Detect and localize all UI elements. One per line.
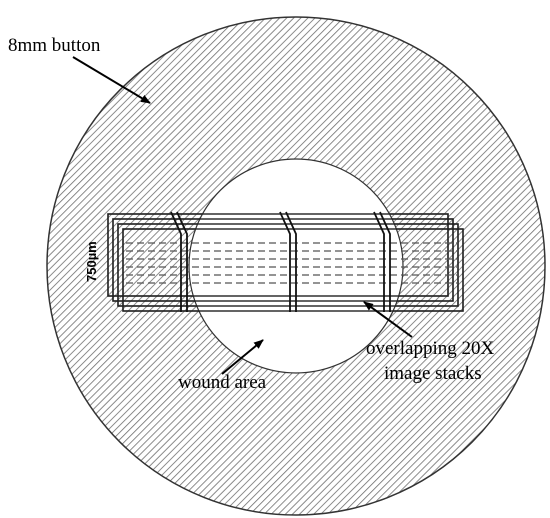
wound-arrow xyxy=(221,339,264,375)
scale-label: 750µm xyxy=(84,241,99,282)
stacks-label-line2: image stacks xyxy=(384,363,482,384)
tile-separators xyxy=(170,211,391,312)
stacks-arrow xyxy=(363,301,413,338)
button-arrow xyxy=(72,56,151,104)
button-label: 8mm button xyxy=(8,35,101,56)
stacks-label-line1: overlapping 20X xyxy=(366,338,495,359)
wound-label: wound area xyxy=(178,372,267,393)
